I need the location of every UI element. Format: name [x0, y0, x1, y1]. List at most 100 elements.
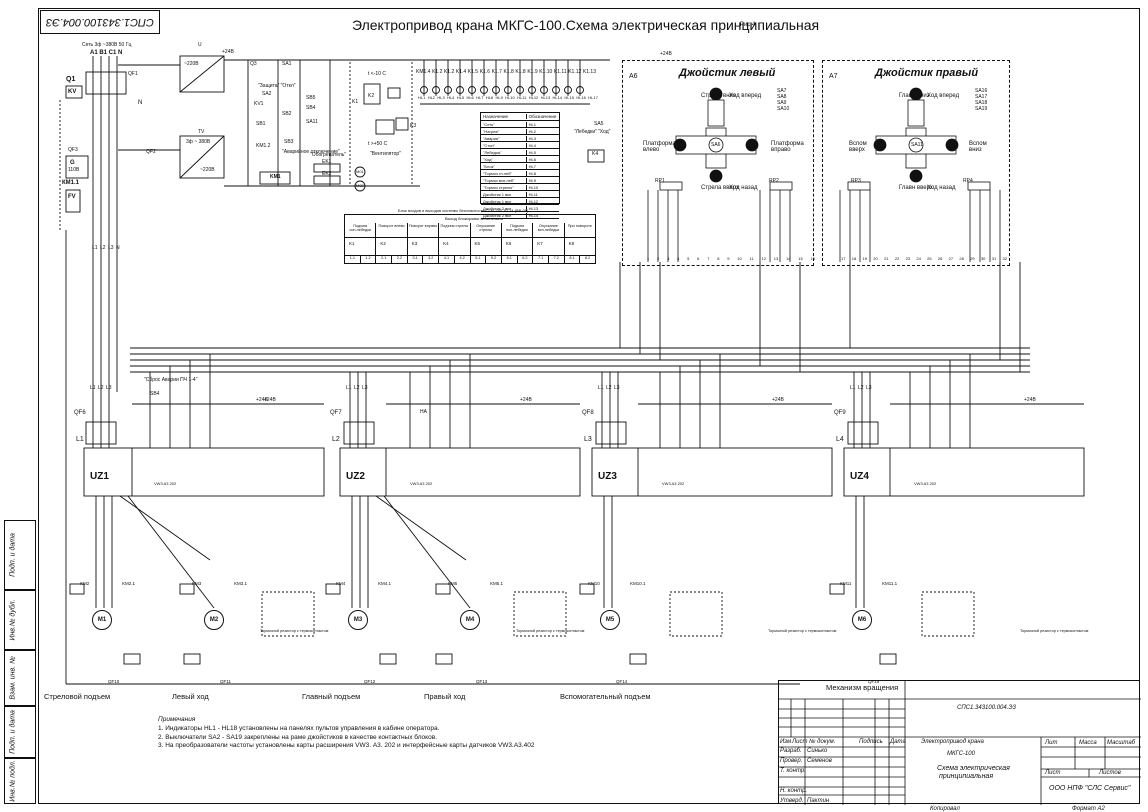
joystick-left-title: Джойстик левый — [679, 67, 776, 79]
legend-designation: HL9 — [525, 177, 559, 183]
joystick-left-rp2: RP2 — [769, 178, 779, 184]
note-2: 2. Выключатели SA2 - SA19 закреплены на … — [158, 733, 437, 741]
drive-qf-brake-label: QF11 — [220, 679, 231, 684]
blocking-relay: K4 — [443, 241, 449, 246]
drive-uz-label: UZ2 — [346, 471, 365, 482]
legend-designation: HL8 — [525, 170, 559, 176]
supply-n: N — [116, 245, 120, 251]
drive-km-label: KM3 — [192, 581, 202, 586]
drive-brake-contact-label: KM3.1 — [234, 581, 248, 586]
km1-2-label: KM1.2 — [256, 143, 271, 149]
joystick-left-up: Стрела вниз — [701, 93, 736, 99]
fan-label: "Вентилятор" — [370, 151, 401, 157]
drive-feed-l3: L3 — [614, 385, 620, 391]
drive-uz-label: UZ3 — [598, 471, 617, 482]
joystick-left-rp1: RP1 — [655, 178, 665, 184]
lebedki-label: "Лебедки" — [574, 129, 597, 135]
blocking-pin: 1.2 — [359, 256, 376, 263]
blocking-pin: 3.2 — [422, 256, 438, 263]
drive-plus24-label: +24В — [264, 397, 276, 403]
tv-out-label: ~220В — [200, 167, 215, 173]
title-block-sheet: Лист — [1045, 770, 1061, 776]
joystick-right-contact-2: SA17 — [975, 94, 988, 100]
title-block-name: Пактин — [807, 798, 830, 804]
legend-row: "Нагрев"HL2 — [481, 128, 559, 135]
drive-brake-contact-label: KM10.1 — [630, 581, 646, 586]
drive-card-label: VW3 A3 202 — [914, 481, 937, 486]
legend-purpose: Джойстик 2 вкл — [483, 212, 512, 218]
blocking-column-header: Поворот влево — [376, 223, 407, 238]
joystick-right-panel-id: A7 — [829, 73, 838, 80]
title-block-mass: Масса — [1079, 740, 1097, 746]
blocking-pin: 4.2 — [453, 256, 470, 263]
mech-label-5: Вспомогательный подъем — [560, 692, 651, 701]
sb1-label: SB1 — [256, 121, 266, 127]
motor-m3: M3 — [348, 610, 368, 630]
title-block-role: Провер. — [780, 758, 803, 764]
k3-label: K3 — [410, 123, 417, 129]
joystick-panel-left: A6 Джойстик левый Стрела вниз Ход вперед… — [622, 60, 815, 266]
bus-plus24-1: +24В — [256, 397, 268, 403]
title-block-doc-number: СПС1.343100.004.Э3 — [957, 705, 1016, 711]
qf1-label: QF1 — [128, 71, 138, 77]
blocking-pin: 2.1 — [381, 256, 387, 260]
joystick-right-contact-4: SA19 — [975, 106, 988, 112]
drive-feed-l1: L1 — [346, 385, 352, 391]
legend-row: "Авария"HL3 — [481, 135, 559, 142]
indicator-legend-table: Назначение Обозначение "Сеть"HL1"Нагрев"… — [480, 112, 560, 219]
blocking-pin: 8.1 — [569, 256, 575, 260]
drive-qf-brake-label: QF12 — [364, 679, 376, 684]
drive-feed-l1: L1 — [598, 385, 604, 391]
notes-heading: Примечания — [158, 716, 196, 723]
title-block-scale: Масштаб — [1107, 740, 1136, 746]
joystick-right-contact-3: SA18 — [975, 100, 988, 106]
drive-km-label: KM5 — [448, 581, 458, 586]
q3-label: Q3 — [250, 61, 257, 67]
supply-l3: L3 — [108, 245, 114, 251]
ek1-label: EK1 — [322, 159, 332, 165]
k4-label: K4 — [592, 151, 599, 157]
emergency-label: "Аварийное отключение" — [282, 149, 340, 155]
legend-rows: "Сеть"HL1"Нагрев"HL2"Авария"HL3"Стоп"HL4… — [481, 121, 559, 219]
sa5-label: SA5 — [594, 121, 604, 127]
drive-plus24-label: +24В — [1024, 397, 1036, 403]
legend-designation: HL3 — [525, 135, 559, 141]
drive-feed-l1: L1 — [850, 385, 856, 391]
motor-m6: M6 — [852, 610, 872, 630]
k2-label: K2 — [368, 93, 375, 99]
joystick-pin: 23 — [905, 256, 911, 261]
legend-designation: HL11 — [525, 191, 559, 197]
title-block-role: Утверд. — [780, 798, 804, 804]
legend-purpose: Джойстик 2 вкл — [483, 205, 512, 211]
m01-label: М01 — [356, 169, 364, 174]
drive-feed-l2: L2 — [606, 385, 612, 391]
drive-brake-resistor-label: Тормозной резистор с термоконтактом — [516, 629, 585, 633]
title-block-grid — [779, 681, 1141, 805]
joystick-pin: 20 — [873, 256, 878, 261]
joystick-left-left: Платформа влево — [643, 141, 676, 153]
drive-uz-label: UZ4 — [850, 471, 869, 482]
joystick-right-title: Джойстик правый — [875, 67, 979, 79]
blocking-column-header: Поворот вправо — [407, 223, 439, 238]
title-block-name: Семенов — [807, 758, 832, 764]
title-block-name-4: принципиальная — [939, 773, 994, 780]
joystick-left-contact-1: SA7 — [777, 88, 787, 94]
title-block-col-list: Лист — [792, 739, 808, 745]
legend-purpose: Джойстик 1 вкл — [483, 198, 512, 204]
joystick-pin: 5 — [687, 256, 690, 261]
drive-brake-resistor-label: Тормозной резистор с термоконтактом — [768, 629, 837, 633]
joystick-right-up-right: Ход вперед — [927, 93, 960, 99]
legend-designation: HL4 — [525, 142, 559, 148]
top-stamp-doc-number: СПС1.343100.004.Э3 — [40, 10, 160, 34]
blocking-pin: 5.2 — [485, 256, 501, 263]
temp-high-label: t >+50 C — [368, 141, 388, 147]
blocking-relay: K6 — [505, 241, 512, 246]
joystick-pin: 2 — [657, 256, 660, 261]
